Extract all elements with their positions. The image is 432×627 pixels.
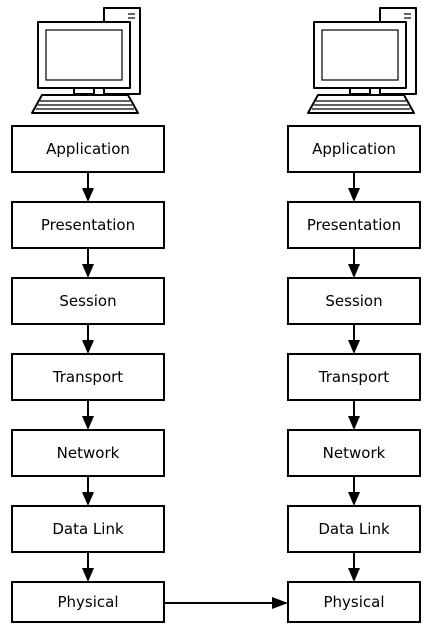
arrow-head: [82, 492, 94, 506]
layer-label: Presentation: [307, 216, 401, 234]
layer-label: Application: [46, 140, 130, 158]
layer-label: Network: [323, 444, 386, 462]
layer-label: Physical: [57, 593, 118, 611]
layer-box-transport: [11, 353, 165, 401]
layer-box-application: [287, 125, 421, 173]
layer-label: Session: [325, 292, 382, 310]
arrow-head: [82, 264, 94, 278]
layer-box-session: [11, 277, 165, 325]
arrow-head: [348, 416, 360, 430]
layer-box-data-link: [287, 505, 421, 553]
layer-box-presentation: [11, 201, 165, 249]
arrow-head: [82, 568, 94, 582]
layer-box-physical: [11, 581, 165, 623]
desktop-computer-icon: [31, 7, 141, 114]
arrow-head: [82, 188, 94, 202]
arrow-head: [348, 188, 360, 202]
layer-label: Network: [57, 444, 120, 462]
desktop-computer-icon: [307, 7, 417, 114]
layer-box-application: [11, 125, 165, 173]
arrow-head: [82, 416, 94, 430]
layer-label: Presentation: [41, 216, 135, 234]
layer-box-network: [287, 429, 421, 477]
layer-label: Session: [59, 292, 116, 310]
right-host-stack: Application Presentation Session Transpo…: [287, 125, 421, 623]
arrow-head: [348, 568, 360, 582]
arrow-head: [82, 340, 94, 354]
layer-box-transport: [287, 353, 421, 401]
arrow-head: [348, 340, 360, 354]
arrow-head: [348, 492, 360, 506]
layer-label: Data Link: [318, 520, 390, 538]
layer-box-presentation: [287, 201, 421, 249]
layer-label: Application: [312, 140, 396, 158]
layer-label: Data Link: [52, 520, 124, 538]
arrow-head: [348, 264, 360, 278]
left-host-stack: Application Presentation Session Transpo…: [11, 125, 165, 623]
layer-label: Physical: [323, 593, 384, 611]
layer-label: Transport: [52, 368, 124, 386]
layer-box-physical: [287, 581, 421, 623]
physical-link-arrow: [164, 597, 288, 609]
arrow-head: [272, 597, 288, 609]
layer-label: Transport: [318, 368, 390, 386]
